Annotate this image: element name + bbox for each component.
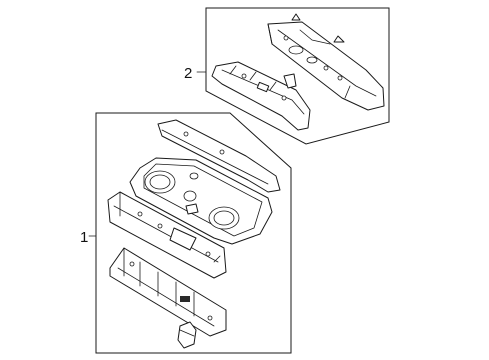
package-tray-panel: [129, 157, 273, 245]
part-2-frame: [205, 7, 390, 145]
callout-part-1: 1: [80, 229, 88, 246]
part-group-1: 1: [80, 112, 292, 354]
rear-floor-crossmember: [107, 191, 227, 279]
rear-bracket-rail: [211, 61, 311, 131]
package-tray-top-rail: [157, 119, 281, 193]
rear-floor-channel: [109, 247, 227, 337]
small-bracket: [177, 321, 197, 349]
part-group-2: 2: [184, 7, 390, 145]
callout-part-2: 2: [184, 65, 192, 82]
part-1-frame: [95, 112, 292, 354]
rear-crossmember-upper: [267, 13, 385, 111]
